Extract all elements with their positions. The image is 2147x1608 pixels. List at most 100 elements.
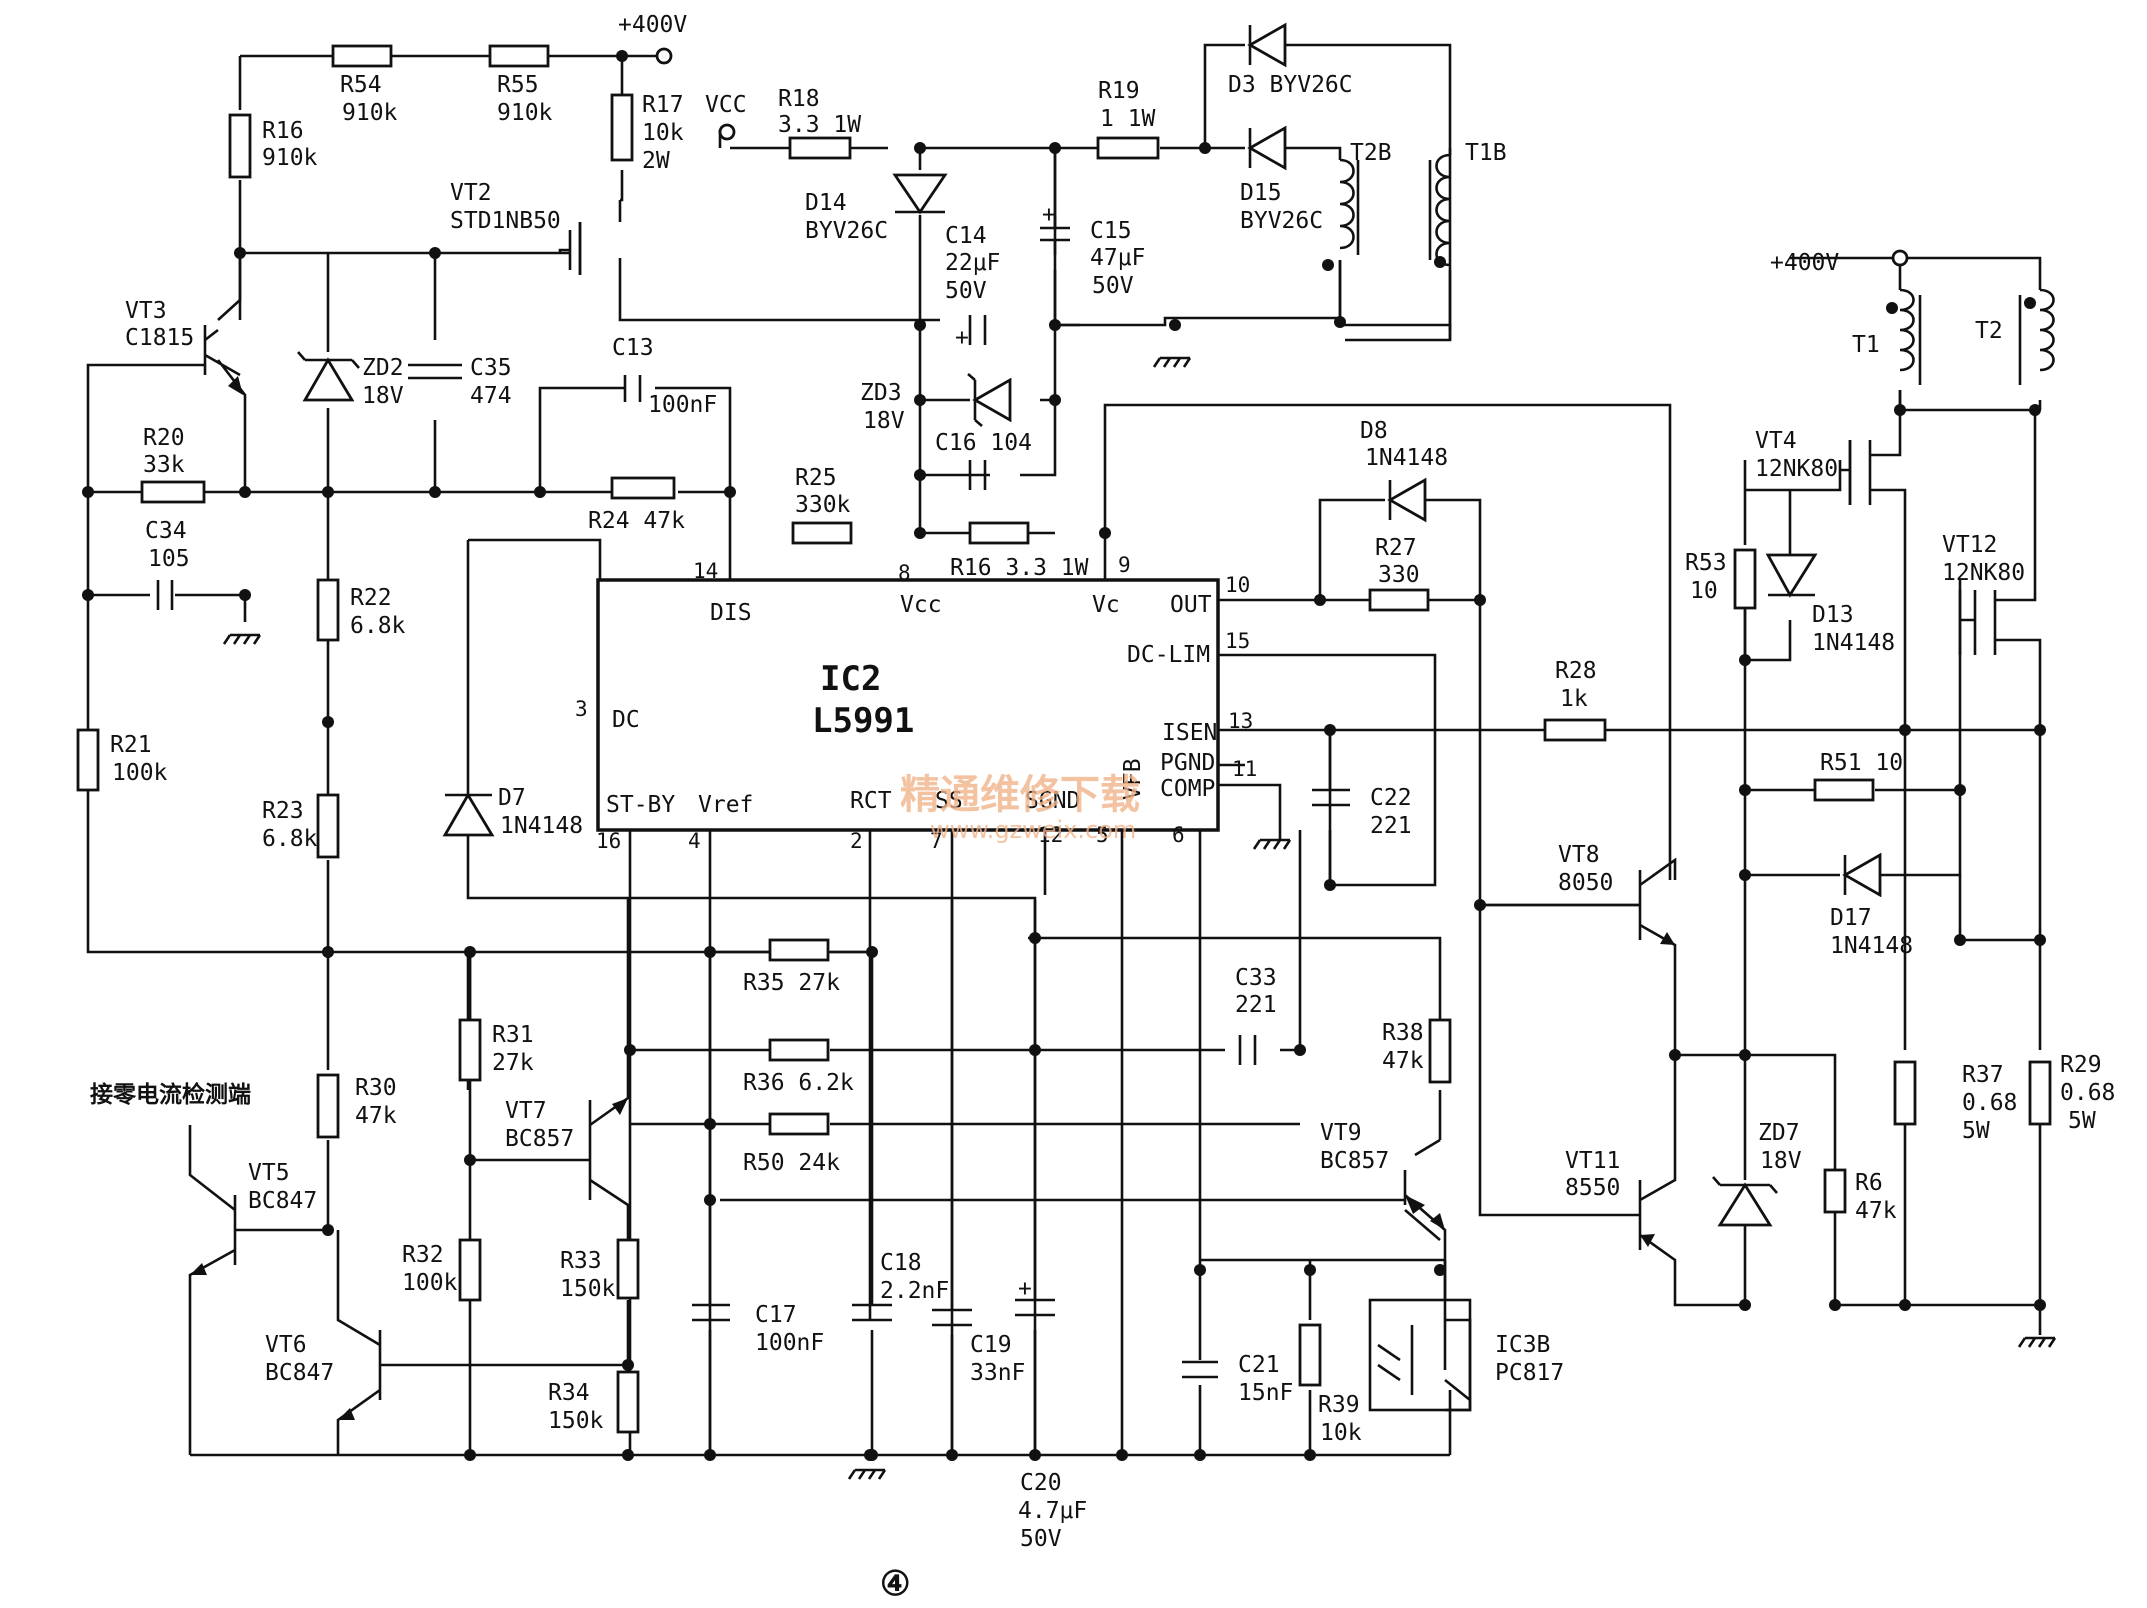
watermark-cn: 精通维修下载 bbox=[900, 772, 1140, 818]
d8-ref: D8 bbox=[1360, 418, 1388, 444]
d15-val: BYV26C bbox=[1240, 208, 1323, 234]
r25-ref: R25 bbox=[795, 465, 837, 491]
ground-symbols bbox=[222, 356, 2057, 1481]
vt11-ref: VT11 bbox=[1565, 1148, 1620, 1174]
pin-num-4: 4 bbox=[688, 829, 701, 853]
d13-ref: D13 bbox=[1812, 602, 1854, 628]
r31-val: 27k bbox=[492, 1050, 534, 1076]
c15-volt: 50V bbox=[1092, 273, 1134, 299]
d14-ref: D14 bbox=[805, 190, 847, 216]
r29-pow: 5W bbox=[2068, 1108, 2096, 1134]
r19-ref: R19 bbox=[1098, 78, 1140, 104]
capacitor-symbols: + + + bbox=[156, 202, 1350, 1379]
t2b-label: T2B bbox=[1350, 140, 1392, 166]
r20-val: 33k bbox=[143, 452, 185, 478]
c14-val: 22μF bbox=[945, 250, 1000, 276]
r18-val: 3.3 1W bbox=[778, 112, 861, 138]
pin-num-7: 7 bbox=[930, 829, 943, 853]
pin-num-16: 16 bbox=[596, 829, 621, 853]
d3-label: D3 BYV26C bbox=[1228, 72, 1353, 98]
pin-comp: COMP bbox=[1160, 776, 1215, 802]
d7-val: 1N4148 bbox=[500, 813, 583, 839]
c15-val: 47μF bbox=[1090, 245, 1145, 271]
r32-val: 100k bbox=[402, 1270, 458, 1296]
c33-val: 221 bbox=[1235, 992, 1277, 1018]
opto-ref: IC3B bbox=[1495, 1332, 1550, 1358]
d15-ref: D15 bbox=[1240, 180, 1282, 206]
r33-ref: R33 bbox=[560, 1248, 602, 1274]
vt7-val: BC857 bbox=[505, 1126, 574, 1152]
zd2-val: 18V bbox=[362, 383, 404, 409]
r25-val: 330k bbox=[795, 492, 851, 518]
c18-val: 2.2nF bbox=[880, 1278, 949, 1304]
c13-ref: C13 bbox=[612, 335, 654, 361]
c20-ref: C20 bbox=[1020, 1470, 1062, 1496]
r16b-label: R16 3.3 1W bbox=[950, 555, 1089, 581]
r17-ref: R17 bbox=[642, 92, 684, 118]
pin-num-9: 9 bbox=[1118, 553, 1131, 577]
pin-num-12: 12 bbox=[1038, 823, 1063, 847]
pin-vc: Vc bbox=[1092, 592, 1120, 618]
vt9-ref: VT9 bbox=[1320, 1120, 1362, 1146]
c21-ref: C21 bbox=[1238, 1352, 1280, 1378]
svg-text:+: + bbox=[955, 325, 969, 351]
r22-ref: R22 bbox=[350, 585, 392, 611]
pin-num-13: 13 bbox=[1228, 709, 1253, 733]
pin-num-5: 5 bbox=[1096, 823, 1109, 847]
vt6-ref: VT6 bbox=[265, 1332, 307, 1358]
r54-val: 910k bbox=[342, 100, 398, 126]
r34-ref: R34 bbox=[548, 1380, 590, 1406]
r16a-val: 910k bbox=[262, 145, 318, 171]
c22-ref: C22 bbox=[1370, 785, 1412, 811]
ic-part: L5991 bbox=[812, 701, 914, 741]
pin-dis: DIS bbox=[710, 600, 752, 626]
vt2-val: STD1NB50 bbox=[450, 208, 561, 234]
vt12-ref: VT12 bbox=[1942, 532, 1997, 558]
pin-num-2: 2 bbox=[850, 829, 863, 853]
pin-isen: ISEN bbox=[1162, 720, 1217, 746]
d14-val: BYV26C bbox=[805, 218, 888, 244]
r28-ref: R28 bbox=[1555, 658, 1597, 684]
r37-ref: R37 bbox=[1962, 1062, 2004, 1088]
c34-val: 105 bbox=[148, 546, 190, 572]
pin-num-11: 11 bbox=[1232, 757, 1257, 781]
c18-ref: C18 bbox=[880, 1250, 922, 1276]
r21-ref: R21 bbox=[110, 732, 152, 758]
r30-val: 47k bbox=[355, 1103, 397, 1129]
c16-label: C16 104 bbox=[935, 430, 1032, 456]
r36-label: R36 6.2k bbox=[743, 1070, 854, 1096]
resistor-bodies bbox=[76, 44, 2052, 1434]
r51-label: R51 10 bbox=[1820, 750, 1903, 776]
vt3-ref: VT3 bbox=[125, 298, 167, 324]
pin-stby: ST-BY bbox=[606, 792, 675, 818]
vt11-val: 8550 bbox=[1565, 1175, 1620, 1201]
pin-out: OUT bbox=[1170, 592, 1212, 618]
vt5-val: BC847 bbox=[248, 1188, 317, 1214]
c22-val: 221 bbox=[1370, 813, 1412, 839]
r31-ref: R31 bbox=[492, 1022, 534, 1048]
wires bbox=[86, 43, 2042, 1460]
c17-val: 100nF bbox=[755, 1330, 824, 1356]
pin-num-6: 6 bbox=[1172, 823, 1185, 847]
t1b-label: T1B bbox=[1465, 140, 1507, 166]
r23-ref: R23 bbox=[262, 798, 304, 824]
r37-val: 0.68 bbox=[1962, 1090, 2017, 1116]
r16a-ref: R16 bbox=[262, 118, 304, 144]
r32-ref: R32 bbox=[402, 1242, 444, 1268]
diode-symbols bbox=[297, 22, 1882, 1227]
pin-num-14: 14 bbox=[693, 559, 718, 583]
r54-ref: R54 bbox=[340, 72, 382, 98]
c14-ref: C14 bbox=[945, 223, 987, 249]
r22-val: 6.8k bbox=[350, 613, 406, 639]
c13-val: 100nF bbox=[648, 392, 717, 418]
pin-num-10: 10 bbox=[1225, 573, 1250, 597]
pin-num-15: 15 bbox=[1225, 629, 1250, 653]
c35-val: 474 bbox=[470, 383, 512, 409]
c21-val: 15nF bbox=[1238, 1380, 1293, 1406]
r38-val: 47k bbox=[1382, 1048, 1424, 1074]
pin-vcc: Vcc bbox=[900, 592, 942, 618]
ic-name: IC2 bbox=[820, 659, 881, 699]
pin-vfb: VFB bbox=[1120, 758, 1146, 800]
r6-val: 47k bbox=[1855, 1198, 1897, 1224]
